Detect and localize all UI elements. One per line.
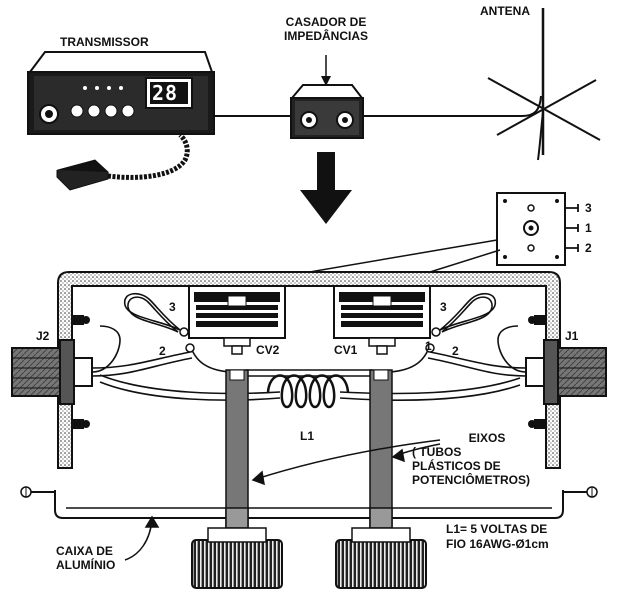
label-l1: L1	[300, 429, 315, 443]
aluminium-box	[20, 271, 598, 519]
terminal-label-cv2-2: 2	[159, 344, 166, 358]
label-l1-spec-2: FIO 16AWG-Ø1cm	[446, 537, 549, 551]
label-casador-2: IMPEDÂNCIAS	[283, 29, 368, 43]
coil-l1	[266, 374, 350, 409]
label-caixa-2: ALUMÍNIO	[56, 558, 116, 572]
label-eixos-2: ( TUBOS	[412, 445, 462, 459]
terminal-label-cv1-2: 2	[452, 344, 459, 358]
knob-cv2-icon	[191, 527, 283, 589]
antenna	[487, 8, 601, 161]
capacitor-cv1	[333, 285, 431, 355]
label-casador-1: CASADOR DE	[285, 15, 367, 29]
microphone	[56, 133, 190, 191]
connector-j2	[11, 315, 93, 429]
label-cv2: CV2	[256, 343, 280, 357]
wiring	[91, 292, 527, 401]
terminal-label-cv1-1: 1	[425, 339, 432, 353]
capacitor-pinout-detail	[496, 192, 579, 266]
transmitter-display-value: 28	[152, 81, 179, 105]
label-j1: J1	[565, 329, 579, 343]
caixa-arrow	[124, 515, 160, 561]
knob-cv1-icon	[335, 527, 427, 589]
label-j2: J2	[36, 329, 50, 343]
big-down-arrow-icon	[300, 152, 352, 224]
label-l1-spec-1: L1= 5 VOLTAS DE	[446, 522, 548, 536]
terminal-label-cv1-3: 3	[440, 300, 447, 314]
terminal-lugs	[179, 327, 441, 353]
transmitter-leds	[83, 86, 123, 90]
label-transmissor: TRANSMISSOR	[60, 35, 149, 49]
shaft-cv2	[225, 369, 249, 529]
label-eixos-4: POTENCIÔMETROS)	[412, 473, 531, 487]
impedance-tuner	[289, 84, 365, 139]
screw-right-icon	[563, 486, 598, 498]
pin-label-1: 1	[585, 221, 592, 235]
eixos-arrows	[251, 439, 441, 486]
label-eixos-1: EIXOS	[468, 431, 506, 445]
transmitter	[27, 51, 215, 135]
pin-label-3: 3	[585, 201, 592, 215]
label-eixos-3: PLÁSTICOS DE	[412, 459, 501, 473]
coax-cable-ant	[363, 95, 542, 117]
screw-left-icon	[20, 486, 55, 498]
label-caixa-1: CAIXA DE	[56, 544, 113, 558]
capacitor-cv2	[188, 285, 286, 355]
terminal-label-cv2-3: 3	[169, 300, 176, 314]
transmitter-buttons	[70, 104, 135, 118]
label-cv1: CV1	[334, 343, 358, 357]
pin-label-2: 2	[585, 241, 592, 255]
label-antena: ANTENA	[480, 4, 530, 18]
